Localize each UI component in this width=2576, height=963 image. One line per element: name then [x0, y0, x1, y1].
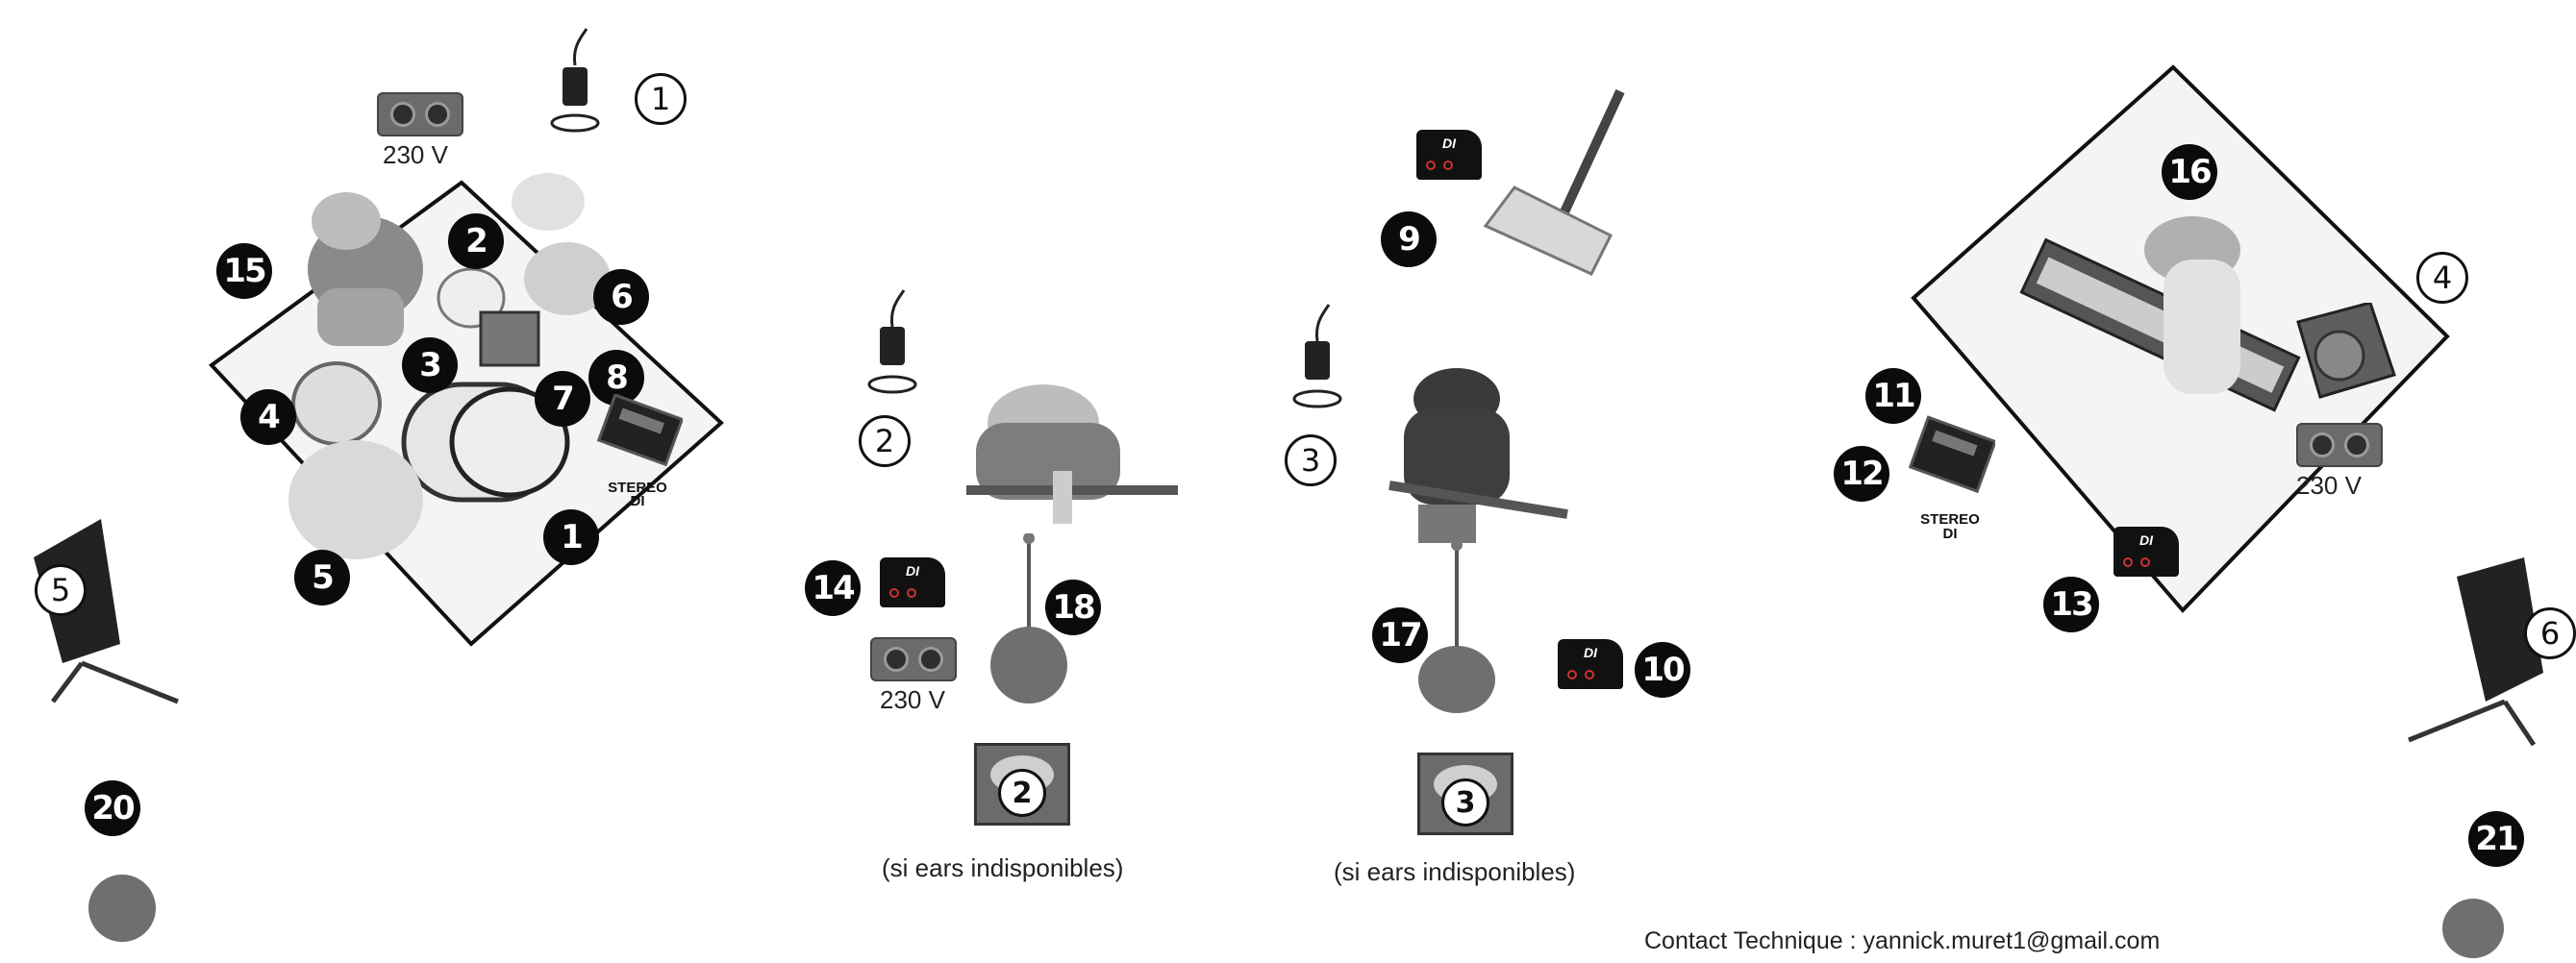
- monitor-wedge-2: 2: [974, 743, 1070, 826]
- power-outlet-keys: [2296, 423, 2383, 467]
- ears-note-2: (si ears indisponibles): [882, 853, 1123, 883]
- mic-stand-20-icon: [88, 875, 156, 942]
- keyboard-player-icon: [1990, 192, 2327, 509]
- di-box-14-icon: DI: [880, 557, 945, 607]
- di-box-9-icon: DI: [1416, 130, 1482, 180]
- power-label-keys: 230 V: [2296, 471, 2362, 501]
- input-number-10: 10: [1635, 642, 1690, 698]
- input-number-9: 9: [1381, 211, 1437, 267]
- input-number-18: 18: [1045, 580, 1101, 635]
- power-label-drums: 230 V: [383, 140, 448, 170]
- di-box-10-icon: DI: [1558, 639, 1623, 689]
- bassist-icon: [947, 365, 1188, 538]
- stereo-di-box-icon: [596, 394, 683, 471]
- side-fill-number-6: 6: [2524, 607, 2576, 659]
- input-number-17: 17: [1372, 607, 1428, 663]
- wireless-number-1: 1: [635, 73, 687, 125]
- pack-loop-icon: [1286, 303, 1353, 418]
- input-number-2: 2: [448, 213, 504, 269]
- input-number-13: 13: [2043, 577, 2099, 632]
- contact-technique: Contact Technique : yannick.muret1@gmail…: [1644, 927, 2160, 955]
- input-number-20: 20: [85, 780, 140, 836]
- guitar-icon: [1476, 82, 1639, 284]
- monitor-wedge-3: 3: [1417, 753, 1513, 835]
- ears-note-3: (si ears indisponibles): [1334, 857, 1575, 887]
- input-number-7: 7: [535, 371, 590, 427]
- power-outlet-drums: [377, 92, 463, 136]
- pack-loop-icon: [861, 288, 928, 404]
- keyboard-amp-icon: [2293, 303, 2399, 399]
- input-number-1: 1: [543, 509, 599, 565]
- input-number-16: 16: [2162, 144, 2217, 200]
- mic-base-17: [1418, 646, 1495, 713]
- input-number-6: 6: [593, 269, 649, 325]
- input-number-12: 12: [1834, 446, 1889, 502]
- input-number-3: 3: [402, 337, 458, 393]
- wireless-number-2: 2: [859, 415, 911, 467]
- input-number-15: 15: [216, 243, 272, 299]
- stereo-di-label-2a: STEREO: [1916, 512, 1984, 527]
- guitarist-icon: [1380, 360, 1572, 553]
- stereo-di-label-1b: DI: [604, 494, 671, 508]
- pack-loop-icon: [543, 27, 611, 142]
- input-number-14: 14: [805, 560, 861, 616]
- di-box-13-icon: DI: [2113, 527, 2179, 577]
- stereo-di-label-2b: DI: [1916, 527, 1984, 541]
- input-number-21: 21: [2468, 811, 2524, 867]
- wireless-number-4: 4: [2416, 252, 2468, 304]
- side-fill-speaker-5-icon: [14, 519, 188, 711]
- side-fill-number-5: 5: [35, 564, 87, 616]
- input-number-4: 4: [240, 389, 296, 445]
- power-label-bass: 230 V: [880, 685, 945, 715]
- input-number-5: 5: [294, 550, 350, 605]
- mic-base-18: [990, 627, 1067, 704]
- stereo-di-box-icon: [1909, 413, 1995, 500]
- mic-stand-21-icon: [2442, 899, 2504, 958]
- wireless-number-3: 3: [1285, 434, 1337, 486]
- power-outlet-bass: [870, 637, 957, 681]
